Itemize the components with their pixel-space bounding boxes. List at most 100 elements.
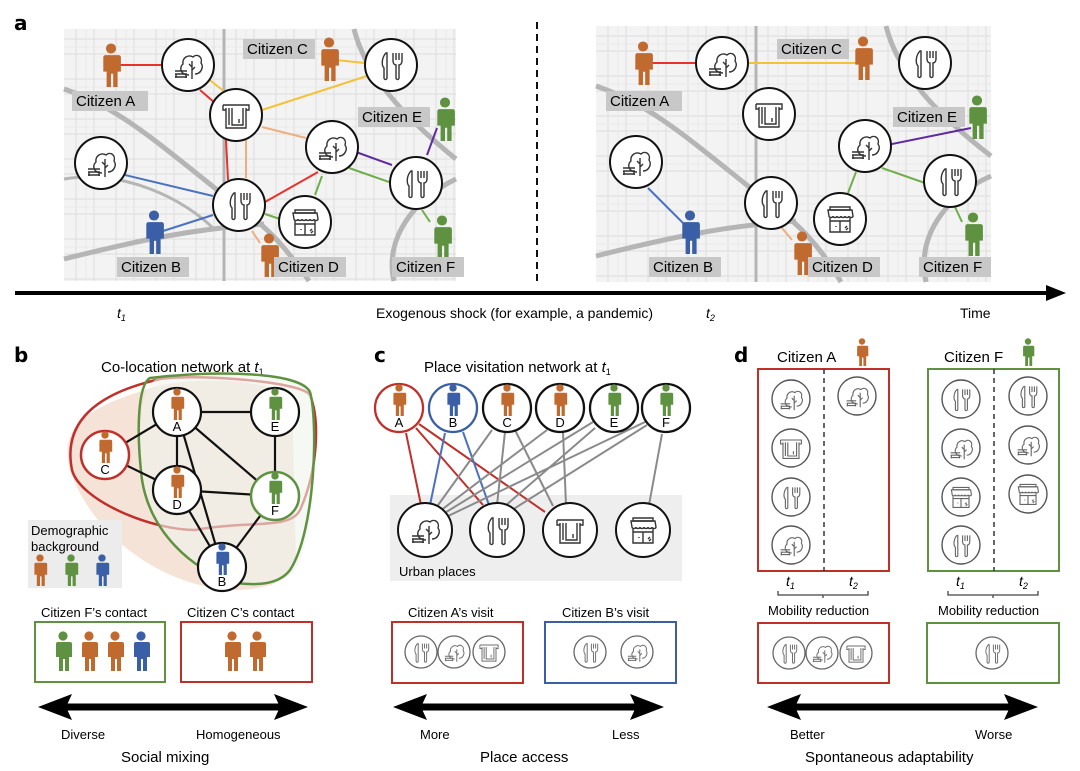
map-t2-edges [647,62,972,241]
citizen-label: Citizen D [278,259,339,276]
edge-a-food [415,427,484,506]
node-b[interactable]: B [196,541,248,593]
visit-a-title: Citizen A’s visit [408,605,494,620]
node-a[interactable]: A [151,386,203,438]
node-e[interactable]: E [588,382,640,434]
citizen-f-t1-places [941,379,981,565]
place-park[interactable] [695,36,749,90]
shock-label: Exogenous shock (for example, a pandemic… [376,305,653,321]
place-park[interactable] [609,135,663,189]
panel-d-letter: d [734,343,748,367]
arrow-right-icon [1004,694,1038,720]
place-atm[interactable] [542,502,598,558]
bracket [777,591,869,598]
node-e[interactable]: E [249,386,301,438]
visitation-place-nodes [397,502,671,558]
place-restaurant[interactable] [744,176,798,230]
edge [847,171,857,194]
svg-text:D: D [172,497,181,512]
edge-c-atm [513,427,554,507]
visit-b-title: Citizen B’s visit [562,605,650,620]
edge-a-park [405,432,422,506]
edge-c-park [435,429,493,509]
edge [348,167,393,184]
contact-person-icon [250,631,266,671]
edge [355,151,393,166]
node-b[interactable]: B [427,382,479,434]
place-park[interactable] [161,38,215,92]
contact-person-icon [56,631,72,671]
edge-e-park [442,421,594,515]
edge [421,209,431,223]
svg-text:B: B [218,574,227,589]
place-park[interactable] [397,502,453,558]
timeline-labels: t1 Exogenous shock (for example, a pande… [117,305,991,323]
node-a[interactable]: A [373,382,425,434]
citizen-label: Citizen E [362,109,422,126]
edge-b-park [429,432,446,506]
place-restaurant[interactable] [923,154,977,208]
node-c[interactable]: C [79,429,131,481]
label-bg [893,107,965,127]
place-store[interactable] [278,195,332,249]
citizen-a-t2-places [837,376,877,416]
place-access-axis [393,694,664,720]
edge [159,214,214,233]
node-d[interactable]: D [151,464,203,516]
citizen-label: Citizen D [812,259,873,276]
citizen-a-person-icon [857,338,869,366]
visitation-edges [405,421,663,518]
svg-text:B: B [449,415,458,430]
contact-person-icon [108,631,124,671]
place-restaurant[interactable] [389,156,443,210]
node-d[interactable]: D [534,382,586,434]
place-park[interactable] [74,136,128,190]
place-store[interactable] [615,502,671,558]
svg-text:F: F [662,415,670,430]
edge-a-atm [418,423,546,513]
edge-d-atm [562,431,567,506]
citizen-label: Citizen F [396,259,455,276]
urban-places-label: Urban places [399,564,476,579]
node-c[interactable]: C [481,382,533,434]
panel-b-title: Co-location network at t1 [101,359,264,377]
edge-f-food [511,424,648,511]
diverse-group-hull [137,372,316,586]
place-restaurant[interactable] [364,38,418,92]
place-park[interactable] [838,119,892,173]
edge-d-park [439,429,548,512]
t1-label: t1 [117,305,126,323]
contact-c-title: Citizen C’s contact [187,605,295,620]
svg-text:C: C [502,415,511,430]
contact-f-title: Citizen F’s contact [41,605,147,620]
mobility-reduction-a-label: Mobility reduction [768,603,869,618]
edge [199,89,216,104]
label-bg [777,39,849,59]
place-store[interactable] [813,192,867,246]
edge [225,139,229,181]
map-t1-places [74,38,443,249]
place-park[interactable] [305,120,359,174]
place-restaurant[interactable] [898,36,952,90]
svg-text:F: F [271,503,279,518]
label-bg [274,257,346,277]
place-atm[interactable] [742,87,796,141]
node-f[interactable]: F [640,382,692,434]
label-bg [358,107,430,127]
citizen-label: Citizen A [76,93,135,110]
edge [261,74,371,111]
diverse-label: Diverse [61,727,105,742]
svg-text:A: A [395,415,404,430]
worse-label: Worse [975,727,1012,742]
legend-title: Demographic [31,523,109,538]
colocation-nodes: A E C D F B [79,386,301,593]
place-restaurant[interactable] [212,178,266,232]
edge [426,127,438,156]
panel-a-letter: a [14,11,28,35]
visitation-citizen-nodes: A B C D E F [373,382,692,434]
place-restaurant[interactable] [469,502,525,558]
place-atm[interactable] [209,88,263,142]
adaptability-axis [767,694,1038,720]
better-label: Better [790,727,825,742]
node-f[interactable]: F [249,470,301,522]
